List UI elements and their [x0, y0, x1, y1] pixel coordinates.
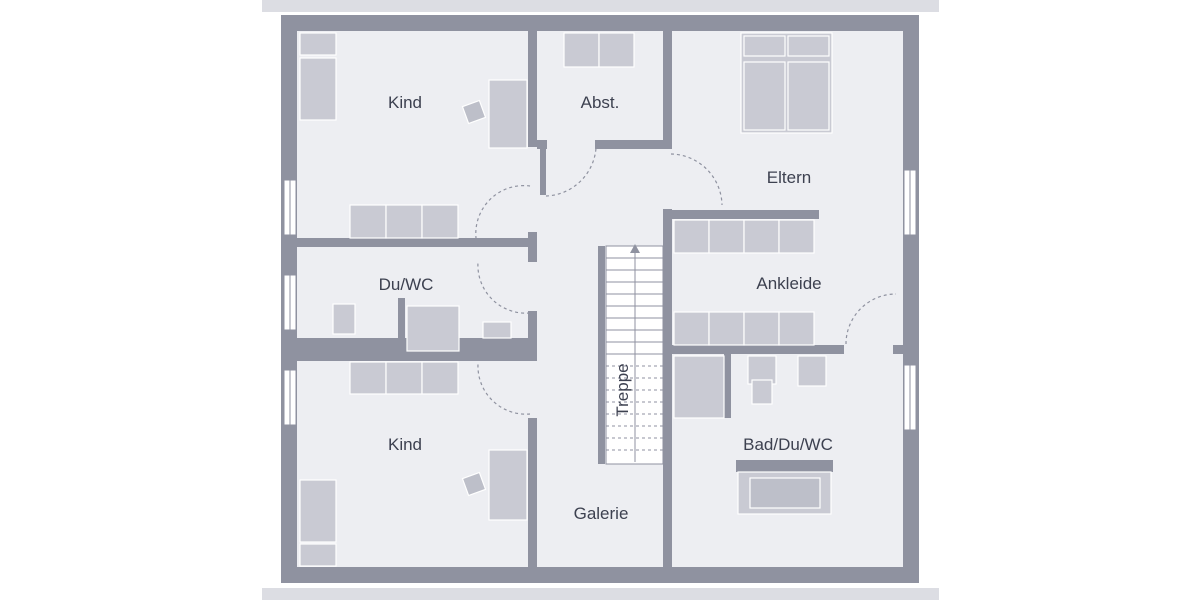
furniture-kind-bottom — [299, 361, 528, 567]
room-label-bad: Bad/Du/WC — [743, 435, 833, 454]
room-label-kind-top: Kind — [388, 93, 422, 112]
doors — [475, 147, 897, 415]
room-label-ankleide: Ankleide — [756, 274, 821, 293]
room-label-eltern: Eltern — [767, 168, 811, 187]
furniture-kind-top — [299, 32, 528, 239]
room-label-treppe: Treppe — [613, 363, 632, 416]
furniture-ankleide — [673, 219, 815, 346]
furniture-eltern — [740, 32, 833, 134]
room-label-abst: Abst. — [581, 93, 620, 112]
room-label-galerie: Galerie — [574, 504, 629, 523]
furniture-abst — [563, 32, 635, 68]
furniture-bad — [673, 355, 833, 515]
room-label-du-wc: Du/WC — [379, 275, 434, 294]
bottom-band — [262, 588, 939, 600]
windows — [283, 169, 917, 431]
room-label-kind-bottom: Kind — [388, 435, 422, 454]
staircase — [598, 244, 664, 465]
top-band — [262, 0, 939, 12]
furniture-du-wc — [332, 303, 512, 352]
